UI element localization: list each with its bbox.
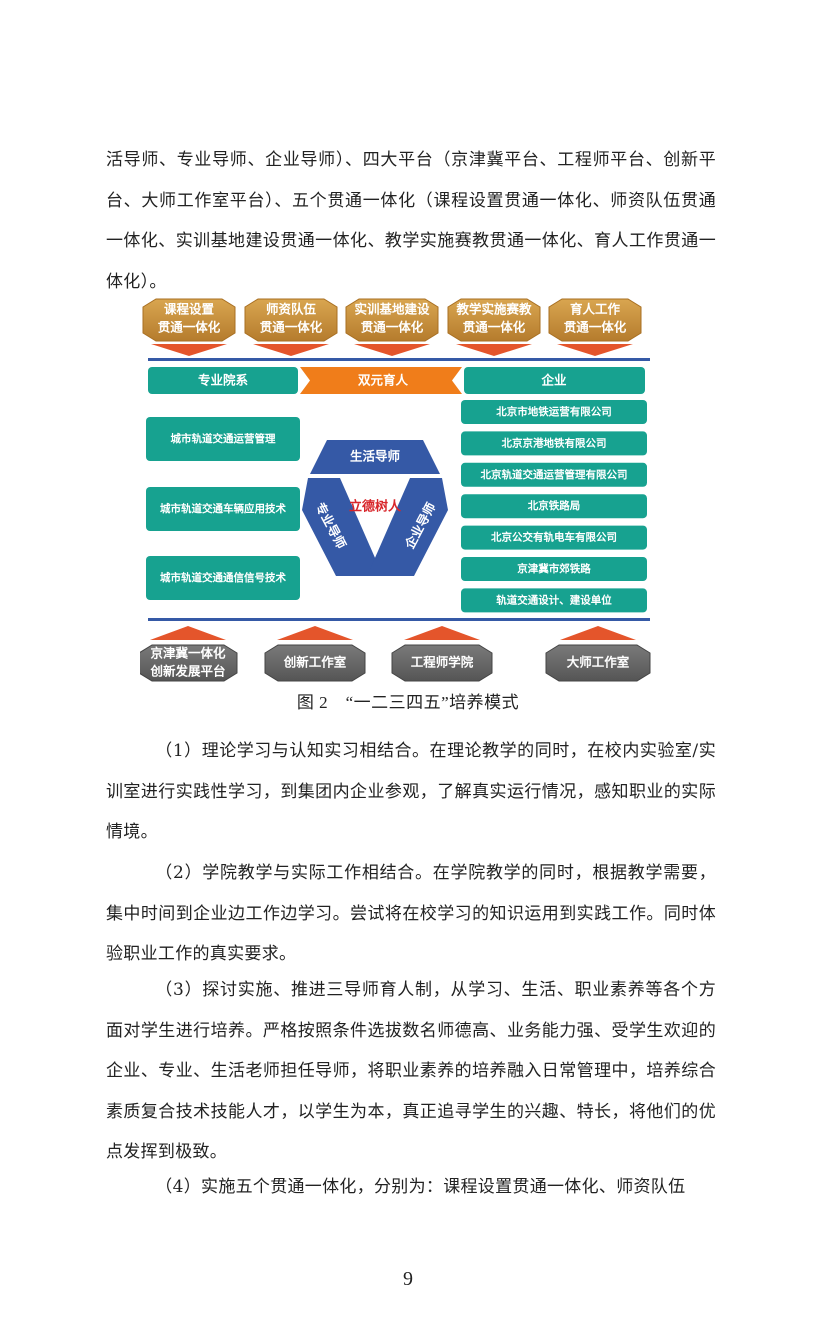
up-arrow-icon: [404, 626, 480, 640]
platform-block: 工程师学院: [391, 644, 493, 682]
dept-header-label: 专业院系: [198, 373, 249, 388]
company-box: 北京轨道交通运营管理有限公司: [461, 462, 647, 487]
enterprise-header-label: 企业: [540, 373, 567, 388]
company-label: 北京轨道交通运营管理有限公司: [481, 468, 628, 481]
integration-block: 教学实施赛教贯通一体化: [447, 298, 541, 342]
dual-education-banner: [300, 367, 462, 394]
integration-block-line1: 实训基地建设: [354, 302, 430, 317]
company-box: 北京公交有轨电车有限公司: [461, 525, 647, 550]
dept-header: [148, 367, 298, 394]
integration-block-line2: 贯通一体化: [260, 320, 323, 335]
integration-block-line2: 贯通一体化: [361, 320, 424, 335]
integration-block-line2: 贯通一体化: [564, 320, 627, 335]
platform-label: 工程师学院: [411, 655, 474, 670]
integration-block: 实训基地建设贯通一体化: [345, 298, 439, 342]
integration-block-line1: 课程设置: [164, 302, 215, 317]
paragraph-1: （1）理论学习与认知实习相结合。在理论教学的同时，在校内实验室/实训室进行实践性…: [106, 741, 716, 842]
paragraph-2: （2）学院教学与实际工作相结合。在学院教学的同时，根据教学需要，集中时间到企业边…: [106, 863, 716, 964]
up-arrow-icon: [277, 626, 353, 640]
divider-line: [148, 358, 650, 361]
paragraph-3: （3）探讨实施、推进三导师育人制，从学习、生活、职业素养等各个方面对学生进行培养…: [106, 980, 716, 1162]
company-label: 北京公交有轨电车有限公司: [491, 531, 617, 544]
down-arrow-icon: [151, 344, 227, 356]
integration-block-line2: 贯通一体化: [463, 320, 526, 335]
platform-label: 创新工作室: [283, 655, 347, 670]
platform-block: 大师工作室: [545, 644, 651, 682]
dual-education-label: 双元育人: [357, 373, 409, 388]
integration-block: 师资队伍贯通一体化: [244, 298, 338, 342]
integration-block-line1: 育人工作: [570, 302, 621, 317]
major-label: 城市轨道交通运营管理: [171, 432, 276, 445]
company-label: 北京京港地铁有限公司: [502, 436, 607, 449]
company-label: 轨道交通设计、建设单位: [496, 593, 612, 606]
up-arrow-icon: [150, 626, 226, 640]
training-model-diagram: 课程设置贯通一体化师资队伍贯通一体化实训基地建设贯通一体化教学实施赛教贯通一体化…: [140, 298, 651, 682]
mentor-triangle: 生活导师专业导师企业导师立德树人: [302, 440, 448, 576]
top-paragraph: 活导师、专业导师、企业导师）、四大平台（京津冀平台、工程师平台、创新平台、大师工…: [106, 150, 716, 292]
company-label: 京津冀市郊铁路: [517, 562, 591, 575]
life-mentor-label: 生活导师: [350, 449, 401, 464]
up-arrow-icon: [560, 626, 636, 640]
paragraph-4: （4）实施五个贯通一体化，分别为：课程设置贯通一体化、师资队伍: [155, 1177, 686, 1197]
down-arrow-icon: [557, 344, 633, 356]
enterprise-header: [464, 367, 645, 394]
company-box: 轨道交通设计、建设单位: [461, 588, 647, 613]
company-box: 北京京港地铁有限公司: [461, 431, 647, 456]
major-box: 城市轨道交通车辆应用技术: [146, 487, 300, 531]
major-box: 城市轨道交通通信信号技术: [146, 556, 300, 600]
major-box: 城市轨道交通运营管理: [146, 417, 300, 461]
integration-block-line1: 师资队伍: [266, 302, 317, 317]
core-goal-label: 立德树人: [349, 499, 402, 515]
integration-block: 课程设置贯通一体化: [142, 298, 236, 342]
platform-block: 创新工作室: [264, 644, 366, 682]
integration-block: 育人工作贯通一体化: [548, 298, 642, 342]
major-label: 城市轨道交通车辆应用技术: [160, 502, 286, 515]
company-box: 北京铁路局: [461, 494, 647, 519]
divider-line: [148, 618, 650, 621]
platform-line2: 创新发展平台: [149, 664, 225, 679]
company-label: 北京铁路局: [528, 499, 581, 512]
figure-caption: 图 2 “一二三四五”培养模式: [296, 693, 520, 712]
platform-line1: 京津冀一体化: [150, 646, 226, 661]
major-label: 城市轨道交通通信信号技术: [160, 571, 286, 584]
company-box: 京津冀市郊铁路: [461, 557, 647, 581]
down-arrow-icon: [354, 344, 430, 356]
platform-label: 大师工作室: [567, 655, 630, 670]
page-number: 9: [403, 1268, 413, 1290]
company-label: 北京市地铁运营有限公司: [496, 405, 612, 418]
integration-block-line1: 教学实施赛教: [455, 302, 532, 317]
integration-block-line2: 贯通一体化: [158, 320, 221, 335]
down-arrow-icon: [456, 344, 532, 356]
down-arrow-icon: [253, 344, 329, 356]
company-box: 北京市地铁运营有限公司: [461, 400, 647, 424]
